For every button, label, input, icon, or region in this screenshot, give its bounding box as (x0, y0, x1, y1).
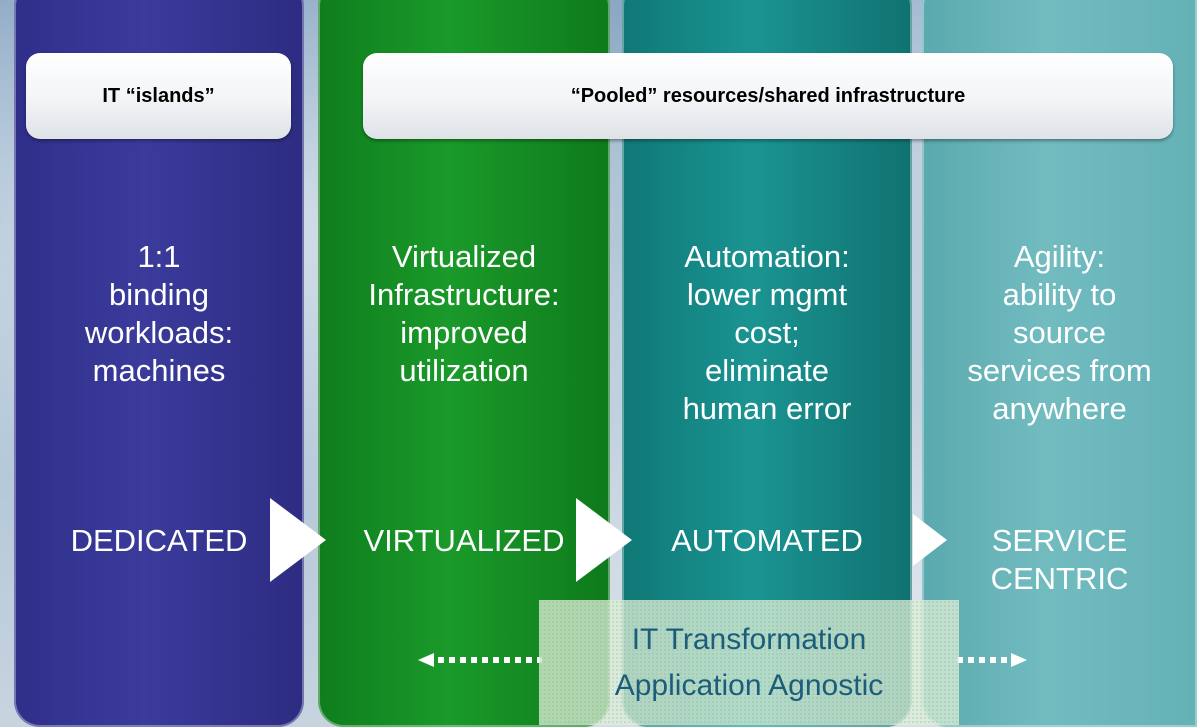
stage-automated: AUTOMATED (622, 522, 912, 560)
arrow-right-icon (913, 514, 947, 566)
description-line: anywhere (992, 391, 1127, 426)
label-pooled-resources-text: “Pooled” resources/shared infrastructure (570, 84, 966, 107)
stage-label: SERVICE (991, 523, 1128, 558)
description-line: source (1012, 315, 1107, 350)
description-line: ability to (1002, 277, 1117, 312)
stage-label: VIRTUALIZED (363, 523, 565, 558)
stage-label: DEDICATED (70, 523, 248, 558)
label-pooled-resources: “Pooled” resources/shared infrastructure (363, 53, 1173, 139)
label-it-islands-text: IT “islands” (102, 84, 215, 107)
description-line: lower mgmt (686, 277, 848, 312)
description-dedicated: 1:1 binding workloads: machines (14, 238, 304, 390)
description-line: Virtualized (391, 239, 537, 274)
description-virtualized: Virtualized Infrastructure: improved uti… (318, 238, 610, 390)
it-transformation-box: IT Transformation Application Agnostic (539, 600, 959, 725)
arrow-right-icon (270, 498, 326, 582)
description-automated: Automation: lower mgmt cost; eliminate h… (622, 238, 912, 428)
description-line: binding (109, 277, 209, 312)
stage-label: AUTOMATED (671, 523, 863, 558)
description-line: improved (400, 315, 528, 350)
description-line: workloads: (84, 315, 234, 350)
description-line: Automation: (684, 239, 850, 274)
stage-service-centric: SERVICE CENTRIC (922, 522, 1197, 598)
stage-dedicated: DEDICATED (14, 522, 304, 560)
description-line: utilization (399, 353, 529, 388)
description-line: 1:1 (137, 239, 181, 274)
description-line: Infrastructure: (368, 277, 560, 312)
description-line: cost; (734, 315, 800, 350)
description-line: Agility: (1013, 239, 1106, 274)
stage-label: CENTRIC (990, 561, 1129, 596)
description-line: services from (967, 353, 1152, 388)
arrow-right-icon (576, 498, 632, 582)
stage-virtualized: VIRTUALIZED (318, 522, 610, 560)
dotted-arrow-left-icon (418, 653, 542, 667)
dotted-arrow-right-icon (957, 653, 1027, 667)
label-it-islands: IT “islands” (26, 53, 291, 139)
description-service-centric: Agility: ability to source services from… (922, 238, 1197, 428)
transformation-subtitle: Application Agnostic (614, 668, 884, 702)
description-line: eliminate (704, 353, 830, 388)
description-line: machines (92, 353, 226, 388)
transformation-title: IT Transformation (631, 622, 867, 656)
description-line: human error (682, 391, 852, 426)
